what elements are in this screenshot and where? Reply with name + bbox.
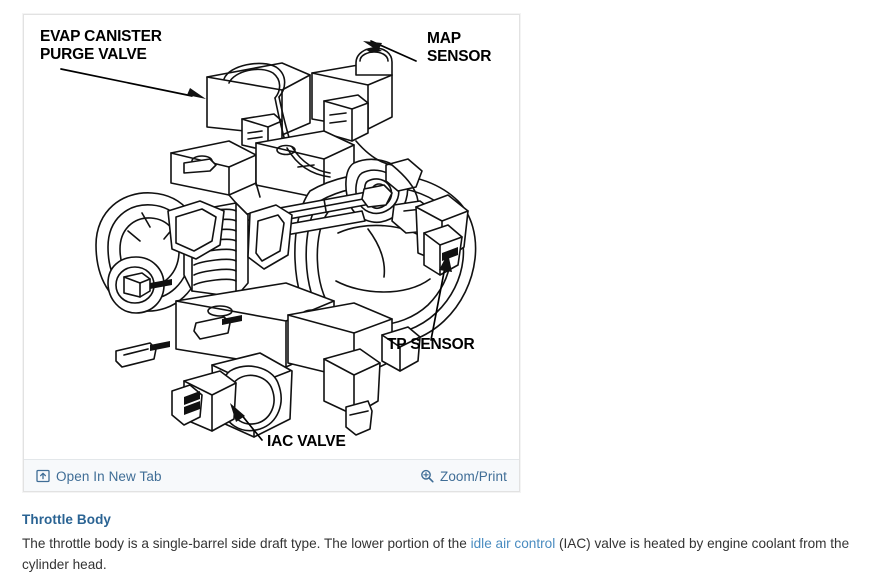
label-evap-line2: PURGE VALVE [40, 46, 147, 63]
diagram-label-iac: IAC VALVE [267, 433, 346, 450]
body-paragraph: The throttle body is a single-barrel sid… [22, 533, 870, 575]
diagram-label-map: MAP SENSOR [427, 30, 491, 65]
open-in-new-tab-icon [36, 469, 50, 483]
zoom-print-button[interactable]: Zoom/Print [420, 460, 507, 492]
leader-lines [60, 40, 452, 441]
section-heading: Throttle Body [22, 512, 112, 527]
label-map-line1: MAP [427, 30, 461, 47]
diagram-label-evap: EVAP CANISTER PURGE VALVE [40, 28, 162, 63]
magnifier-plus-icon [420, 469, 434, 483]
idle-air-control-link[interactable]: idle air control [470, 536, 556, 551]
label-evap-line1: EVAP CANISTER [40, 28, 162, 45]
diagram-label-tp: TP SENSOR [387, 336, 475, 353]
label-map-line2: SENSOR [427, 48, 491, 65]
paragraph-text-after-link: (IAC) valve is heated by engine coolant … [22, 536, 850, 572]
figure-toolbar: Open In New Tab Zoom/Print [24, 459, 519, 491]
open-in-new-tab-button[interactable]: Open In New Tab [36, 460, 162, 492]
zoom-print-label: Zoom/Print [439, 468, 507, 484]
label-iac-line1: IAC VALVE [267, 433, 346, 450]
open-in-new-tab-label: Open In New Tab [56, 468, 162, 484]
figure-image-area[interactable]: EVAP CANISTER PURGE VALVE MAP SENSOR TP … [24, 15, 519, 460]
article-section: Throttle Body The throttle body is a sin… [22, 512, 872, 575]
figure-viewer-card: EVAP CANISTER PURGE VALVE MAP SENSOR TP … [23, 14, 520, 492]
throttle-body-diagram: EVAP CANISTER PURGE VALVE MAP SENSOR TP … [24, 15, 519, 460]
paragraph-text-before-link: The throttle body is a single-barrel sid… [22, 536, 471, 551]
label-tp-line1: TP SENSOR [387, 336, 475, 353]
